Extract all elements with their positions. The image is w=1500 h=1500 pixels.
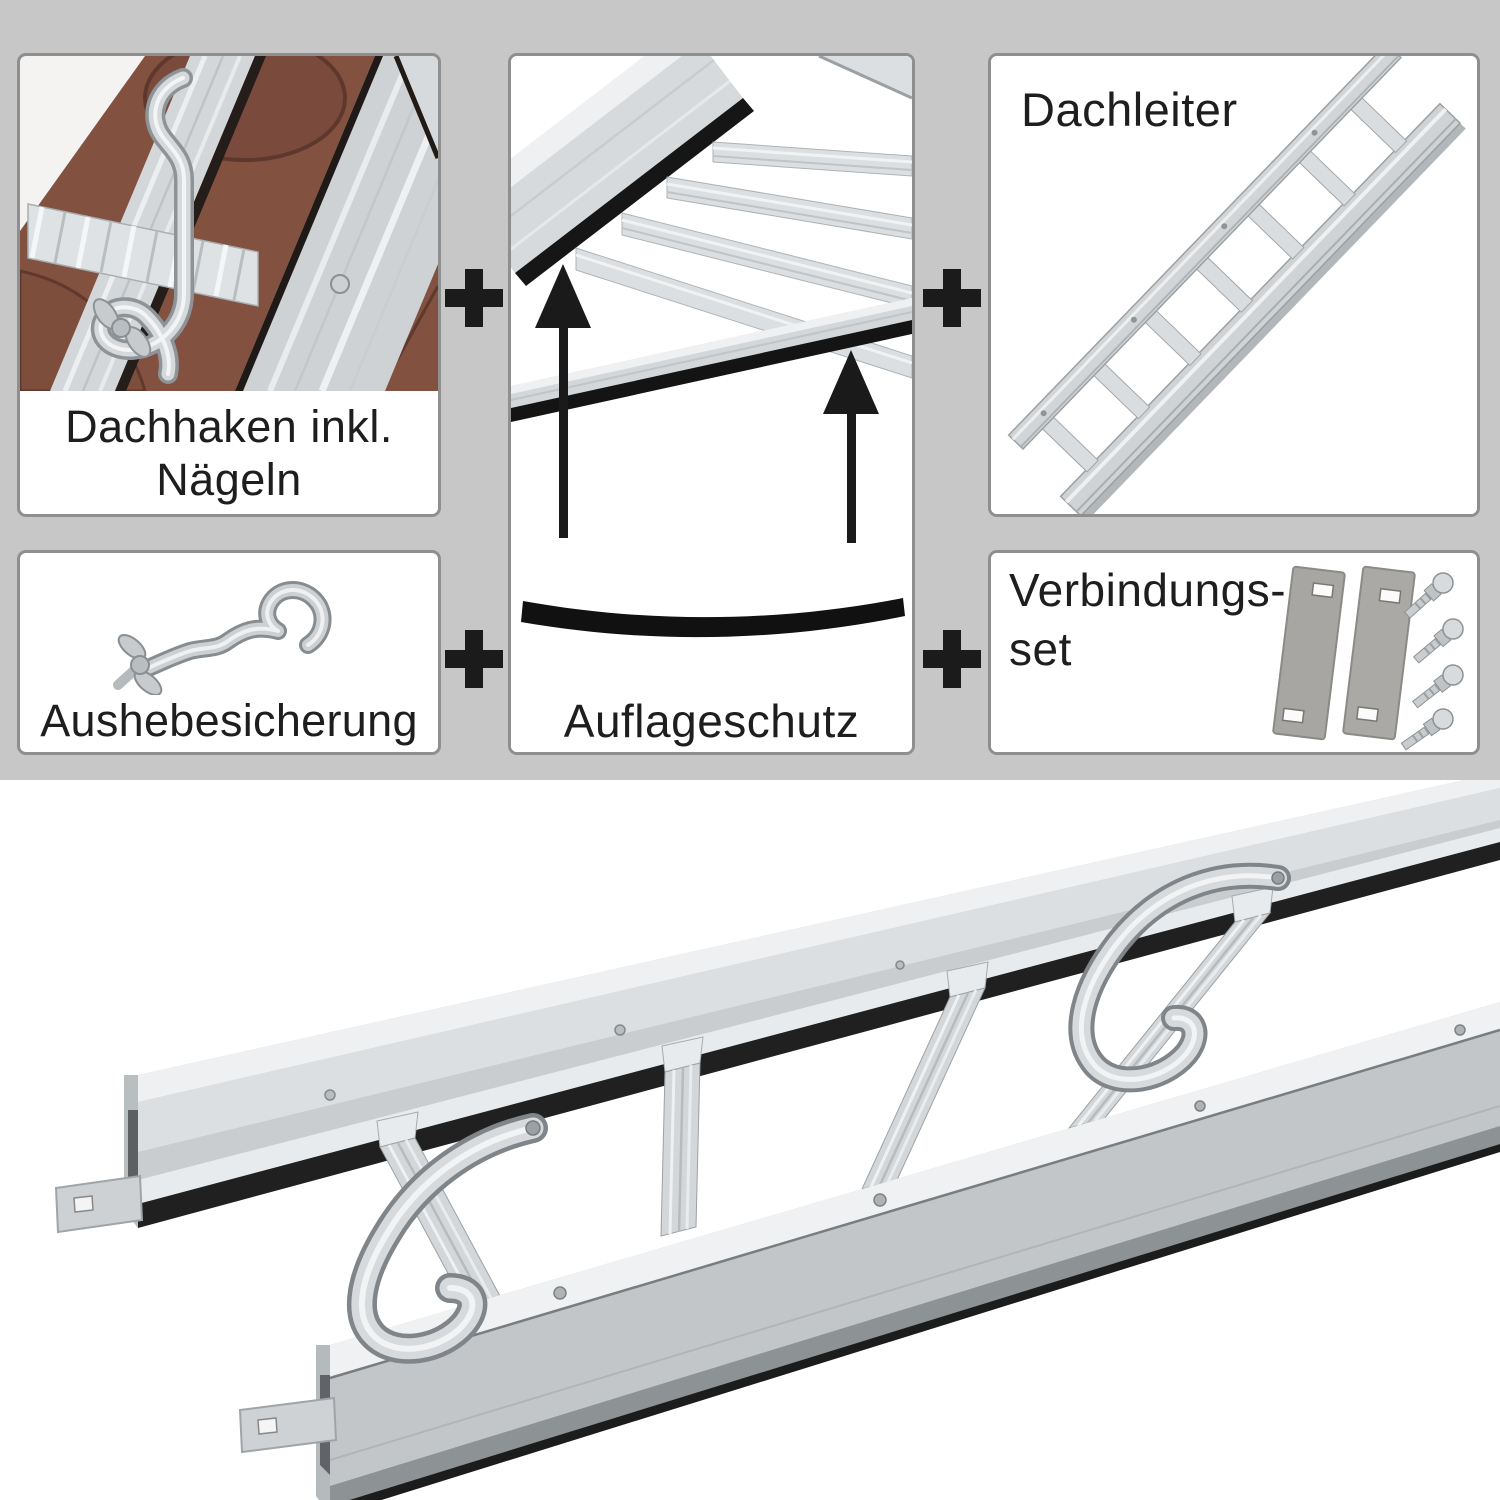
caption-dachhaken: Dachhaken inkl. Nägeln [20, 391, 438, 514]
panel-verbindungsset: Verbindungs- set [988, 550, 1480, 755]
connector-set-photo [991, 553, 1477, 752]
caption-verbindungsset-line2: set [1009, 623, 1072, 675]
roof-hook-on-tiles-photo [20, 56, 438, 391]
panel-auflageschutz: Auflageschutz [508, 53, 915, 755]
plus-icon [923, 630, 981, 688]
ladder-underside-diagram [511, 56, 912, 752]
caption-verbindungsset-line1: Verbindungs- [1009, 564, 1287, 616]
lift-lock-hook-photo [20, 553, 438, 695]
roof-ladder-photo [991, 56, 1477, 514]
caption-verbindungsset: Verbindungs- set [1009, 561, 1286, 679]
plus-icon [923, 269, 981, 327]
caption-dachleiter: Dachleiter [1021, 83, 1238, 136]
plus-icon [445, 269, 503, 327]
panel-aushebesicherung: Aushebesicherung [17, 550, 441, 755]
panel-dachhaken: Dachhaken inkl. Nägeln [17, 53, 441, 517]
caption-aushebesicherung: Aushebesicherung [40, 695, 418, 746]
caption-auflageschutz: Auflageschutz [563, 695, 860, 747]
caption-dachhaken-line1: Dachhaken inkl. [65, 400, 393, 452]
assembled-roof-ladder-photo [0, 772, 1500, 1500]
panel-dachleiter: Dachleiter [988, 53, 1480, 517]
caption-dachhaken-line2: Nägeln [156, 453, 302, 505]
plus-icon [445, 630, 503, 688]
